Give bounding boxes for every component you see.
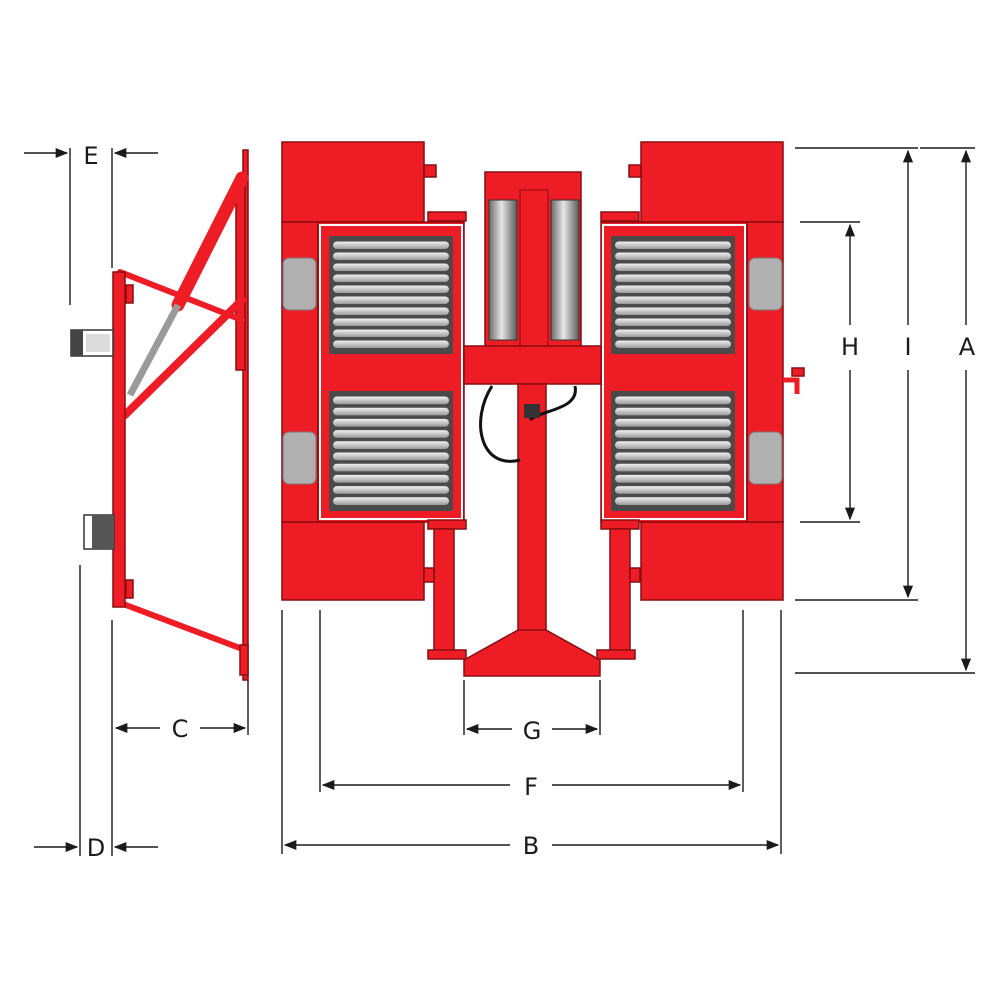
pad-slat [333,474,449,483]
center-stem [517,383,547,649]
side-view [70,149,249,681]
hinge-top-left [427,211,467,222]
pad-slat [333,329,449,337]
pad-slat [333,296,449,304]
side-view-lower-motor [83,514,115,550]
block-bottom-left [281,521,425,601]
side-view-lower-arm [115,599,248,653]
light-left-lower [282,431,317,485]
pad-slat [333,441,449,449]
cylinder-right [550,199,580,341]
pad-slat [333,497,449,505]
pad-slat [615,252,731,260]
pad-slat [615,407,731,416]
side-view-upper-motor [70,329,114,357]
pad-slat [615,497,731,505]
block-top-right [640,141,784,223]
pad-slat [333,285,449,293]
dimension-label-b: B [523,832,539,860]
foot-right [596,649,636,660]
base-plate [463,629,601,677]
pad-slat [615,474,731,483]
dimension-label-f: F [524,773,538,801]
pad-slat [615,441,731,449]
pad-slat [615,396,731,405]
pad-slat [615,418,731,427]
hinge-mid-right [600,519,640,530]
pad-slat [333,252,449,260]
pad-slat [333,274,449,282]
pad-slat [333,418,449,427]
pad-slat [333,452,449,461]
hose-fitting [524,404,540,418]
hydraulic-hose-left [479,385,521,463]
center-post [519,189,549,351]
handle [783,377,800,394]
leg-tab-left [423,567,435,583]
pad-slat [615,241,731,249]
tab-top-right [628,164,642,178]
side-view-platform [112,271,126,608]
pad-slat [615,318,731,326]
dimension-label-d: D [87,834,105,862]
block-bottom-right [640,521,784,601]
leg-left [433,528,455,655]
side-view-top-link [117,269,245,323]
side-view-cylinder-rod [126,303,182,397]
side-view-hinge-top [125,284,134,304]
pad-slat [333,307,449,315]
dimension-label-c: C [172,715,189,743]
block-top-left [281,141,425,223]
pad-slat [615,452,731,461]
pad-slat [333,263,449,271]
pad-slat [615,463,731,472]
dimension-label-h: H [841,333,859,361]
leg-right [609,528,631,655]
pad-slat [615,263,731,271]
pad-slat [615,285,731,293]
pad-slat [615,430,731,438]
tab-top-left [423,164,437,178]
pad-slat [333,486,449,494]
side-view-mount-bracket [235,179,246,371]
side-view-upper-arm [171,171,249,312]
pad-slat [615,307,731,315]
pad-slat [615,274,731,282]
crossbar [463,345,602,385]
dimension-label-e: E [83,142,98,170]
pad-slat [333,407,449,416]
light-right-upper [748,257,783,311]
pad-slat [333,241,449,249]
cylinder-left [488,199,518,341]
side-view-mast [242,149,249,681]
pad-slat [615,329,731,337]
pad-slat [333,396,449,405]
dimension-label-g: G [523,717,542,745]
dimension-label-a: A [959,333,976,361]
light-left-upper [282,257,317,311]
pad-slat [615,486,731,494]
dimension-label-i: I [904,333,911,361]
pad-slat [333,430,449,438]
pad-slat [333,318,449,326]
dimension-lines [24,147,975,856]
side-view-foot [239,644,249,676]
pad-slat [615,340,731,348]
light-right-lower [748,431,783,485]
pad-slat [333,340,449,348]
leg-tab-right [629,567,641,583]
handle-knob [791,367,805,377]
pad-slat [333,463,449,472]
side-view-hinge-bottom [125,579,134,599]
hinge-mid-left [427,519,467,530]
hinge-top-right [600,211,640,222]
pad-slat [615,296,731,304]
front-view [281,141,805,677]
foot-left [427,649,467,660]
side-view-brace [121,296,246,419]
pad-slats [333,241,731,505]
